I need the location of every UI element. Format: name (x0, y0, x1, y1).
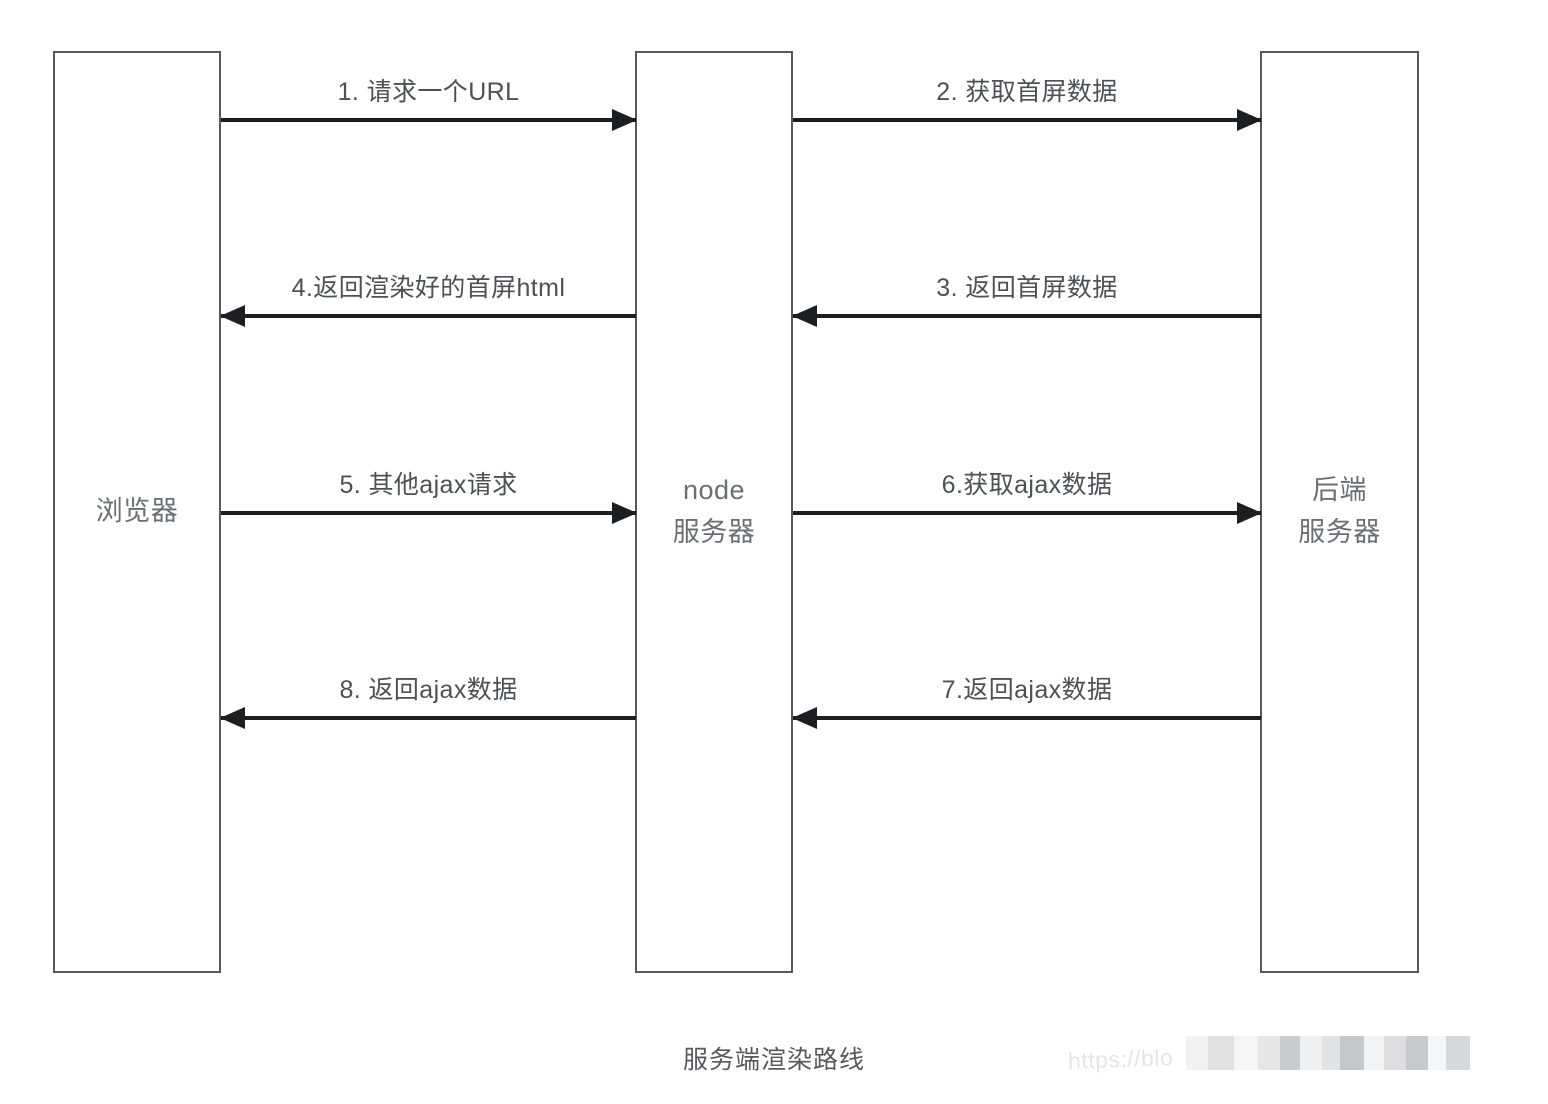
message-2-label: 2. 获取首屏数据 (936, 78, 1118, 106)
message-6-line (793, 511, 1261, 515)
message-4-return-rendered-html: 4.返回渲染好的首屏html (220, 254, 636, 327)
message-3-label: 3. 返回首屏数据 (936, 274, 1118, 302)
lifeline-backend-server-label: 后端 服务器 (1298, 475, 1381, 547)
message-1-label: 1. 请求一个URL (337, 78, 520, 106)
message-8-line (221, 716, 636, 720)
arrow-left-icon (220, 305, 245, 327)
arrow-right-icon (1237, 502, 1262, 524)
lifeline-backend-server: 后端 服务器 (1260, 51, 1419, 973)
message-8-label: 8. 返回ajax数据 (339, 676, 518, 704)
lifeline-browser: 浏览器 (53, 51, 221, 973)
diagram-caption: 服务端渲染路线 (682, 1046, 865, 1074)
arrow-left-icon (220, 707, 245, 729)
message-6-fetch-ajax-data: 6.获取ajax数据 (793, 451, 1262, 524)
arrow-right-icon (612, 502, 637, 524)
message-2-fetch-first-screen-data: 2. 获取首屏数据 (793, 58, 1262, 131)
arrow-left-icon (792, 707, 817, 729)
message-5-line (221, 511, 636, 515)
message-7-return-ajax-data: 7.返回ajax数据 (792, 656, 1261, 729)
message-6-label: 6.获取ajax数据 (941, 471, 1113, 499)
lifeline-node-server-label: node 服务器 (672, 475, 756, 547)
lifeline-browser-label: 浏览器 (95, 496, 179, 527)
message-3-line (793, 314, 1261, 318)
message-2-line (793, 118, 1261, 122)
arrow-right-icon (1237, 109, 1262, 131)
message-7-line (793, 716, 1261, 720)
message-7-label: 7.返回ajax数据 (941, 676, 1113, 704)
message-4-line (221, 314, 636, 318)
arrow-left-icon (792, 305, 817, 327)
message-1-line (221, 118, 636, 122)
message-5-other-ajax-request: 5. 其他ajax请求 (221, 451, 637, 524)
lifeline-node-server: node 服务器 (635, 51, 793, 973)
message-4-label: 4.返回渲染好的首屏html (291, 274, 566, 302)
message-5-label: 5. 其他ajax请求 (339, 471, 518, 499)
message-3-return-first-screen-data: 3. 返回首屏数据 (792, 254, 1261, 327)
arrow-right-icon (612, 109, 637, 131)
message-1-request-url: 1. 请求一个URL (221, 58, 637, 131)
message-8-return-ajax-data: 8. 返回ajax数据 (220, 656, 636, 729)
